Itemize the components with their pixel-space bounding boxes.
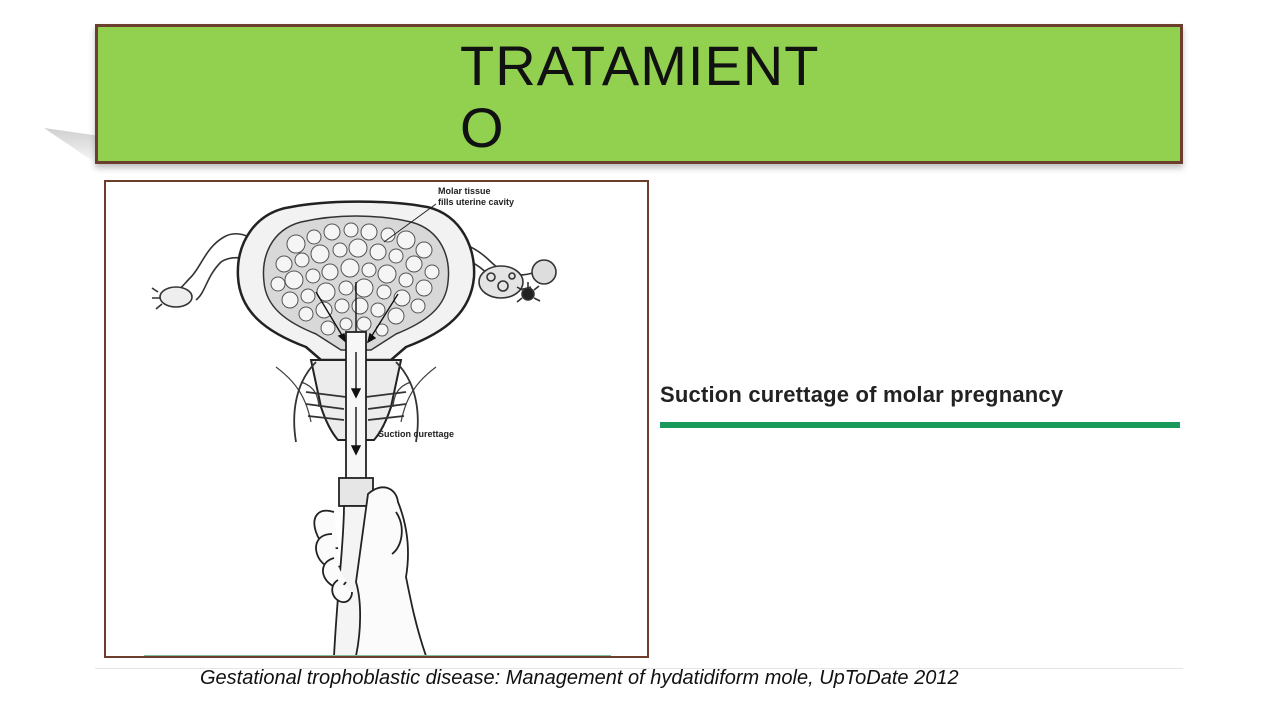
molar-vesicles xyxy=(270,222,440,344)
suction-curettage-illustration: Molar tissue fills uterine cavity Suctio… xyxy=(144,186,611,656)
label-molar-tissue: Molar tissue xyxy=(438,186,491,196)
source-citation: Gestational trophoblastic disease: Manag… xyxy=(200,667,959,689)
vaginal-walls xyxy=(293,361,419,443)
footer-divider xyxy=(95,668,1183,669)
gloved-hand xyxy=(313,486,427,656)
label-fills-cavity: fills uterine cavity xyxy=(438,197,514,207)
label-leader-line xyxy=(383,203,437,243)
caption-underline xyxy=(660,422,1180,428)
label-suction-curettage: Suction curettage xyxy=(378,429,454,439)
cannula-arrows xyxy=(350,352,362,456)
slide-title: TRATAMIENTO xyxy=(460,34,820,159)
title-banner: TRATAMIENTO xyxy=(95,24,1183,164)
medical-illustration-frame: Molar tissue fills uterine cavity Suctio… xyxy=(104,180,649,658)
figure-caption: Suction curettage of molar pregnancy xyxy=(660,382,1064,407)
